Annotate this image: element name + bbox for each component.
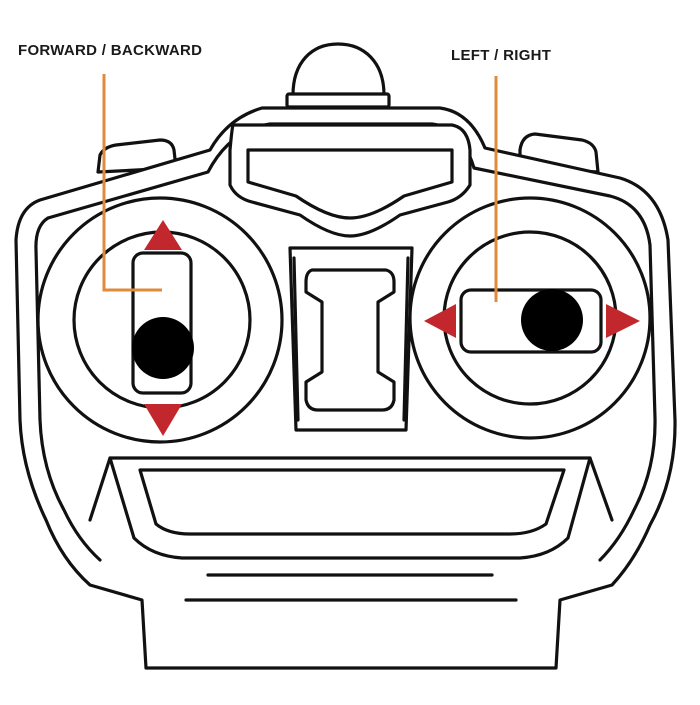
right-stick-knob xyxy=(521,289,583,351)
lower-grip xyxy=(108,456,592,560)
left-arrow-icon xyxy=(424,304,456,338)
right-stick-housing xyxy=(408,196,652,440)
left-stick-housing xyxy=(36,196,284,444)
forward-backward-leader-line xyxy=(102,74,162,292)
display-panel xyxy=(228,123,472,238)
right-arrow-icon xyxy=(606,304,640,338)
forward-arrow-icon xyxy=(144,220,182,250)
center-handle xyxy=(304,268,396,412)
left-stick-knob xyxy=(132,317,194,379)
antenna xyxy=(285,42,391,109)
forward-backward-label: FORWARD / BACKWARD xyxy=(18,42,203,59)
left-right-label: LEFT / RIGHT xyxy=(451,47,552,64)
backward-arrow-icon xyxy=(144,404,182,436)
